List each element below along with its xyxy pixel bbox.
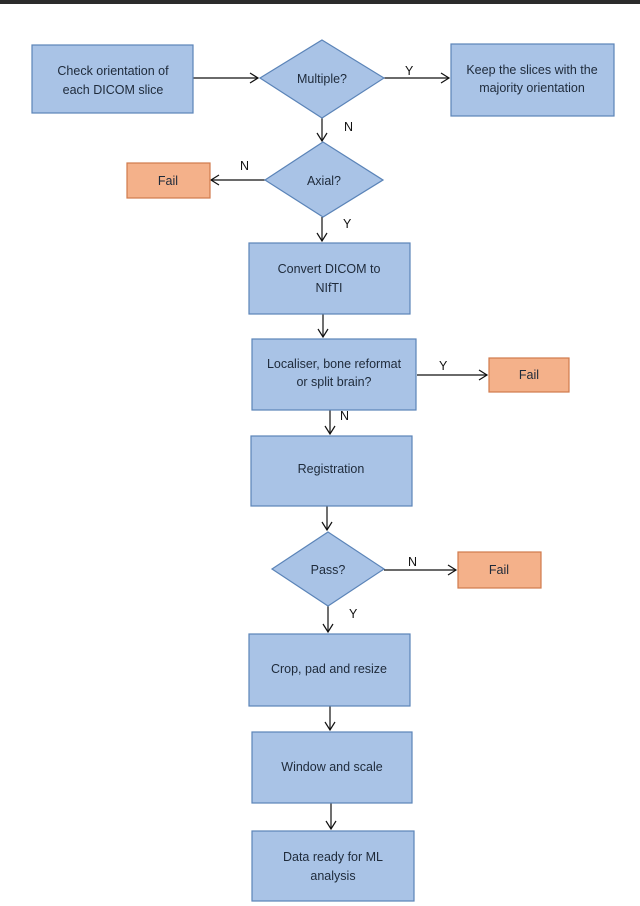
label-axial-no: N — [240, 159, 249, 173]
edge-window-to-data — [325, 803, 337, 831]
node-window: Window and scale — [251, 731, 413, 804]
branch-labels: Y N N Y Y N N Y — [240, 64, 448, 621]
node-convert-line-2: NIfTI — [315, 281, 342, 295]
node-window-label: Window and scale — [281, 760, 382, 774]
edge-check-to-multiple — [193, 72, 260, 84]
node-registration-label: Registration — [298, 462, 365, 476]
node-pass-label: Pass? — [311, 563, 346, 577]
node-localiser-line-1: Localiser, bone reformat — [267, 357, 402, 371]
node-pass-decision: Pass? — [270, 531, 386, 607]
node-keep-slices-line-1: Keep the slices with the — [466, 63, 597, 77]
node-multiple-decision: Multiple? — [258, 39, 386, 119]
node-localiser: Localiser, bone reformat or split brain? — [251, 338, 417, 411]
node-data-ready-line-1: Data ready for ML — [283, 850, 383, 864]
node-fail-axial-label: Fail — [158, 174, 178, 188]
edge-localiser-to-registration — [324, 410, 336, 436]
edge-convert-to-localiser — [317, 314, 329, 339]
node-registration: Registration — [250, 435, 413, 507]
label-pass-yes: Y — [349, 607, 358, 621]
node-data-ready-line-2: analysis — [310, 869, 355, 883]
node-fail-pass-label: Fail — [489, 563, 509, 577]
node-check-orientation-line-1: Check orientation of — [57, 64, 169, 78]
node-fail-axial: Fail — [126, 162, 211, 199]
edge-axial-to-fail — [209, 174, 265, 186]
label-axial-yes: Y — [343, 217, 352, 231]
node-convert: Convert DICOM to NIfTI — [248, 242, 411, 315]
edge-multiple-to-axial — [316, 118, 328, 143]
edge-localiser-to-fail — [417, 369, 489, 381]
edge-crop-to-window — [324, 706, 336, 732]
node-crop: Crop, pad and resize — [248, 633, 411, 707]
node-convert-line-1: Convert DICOM to — [278, 262, 381, 276]
node-data-ready: Data ready for ML analysis — [251, 830, 415, 902]
edge-multiple-to-keep — [384, 72, 451, 84]
edge-registration-to-pass — [321, 506, 333, 532]
edge-axial-to-convert — [316, 217, 328, 243]
node-fail-localiser: Fail — [488, 357, 570, 393]
label-localiser-no: N — [340, 409, 349, 423]
edge-pass-to-fail — [384, 564, 458, 576]
node-keep-slices: Keep the slices with the majority orient… — [450, 43, 615, 117]
node-fail-pass: Fail — [457, 551, 542, 589]
node-axial-label: Axial? — [307, 174, 341, 188]
label-multiple-yes: Y — [405, 64, 414, 78]
node-multiple-label: Multiple? — [297, 72, 347, 86]
node-crop-label: Crop, pad and resize — [271, 662, 387, 676]
node-keep-slices-line-2: majority orientation — [479, 81, 585, 95]
node-localiser-line-2: or split brain? — [296, 375, 371, 389]
edges — [193, 72, 489, 831]
label-pass-no: N — [408, 555, 417, 569]
node-axial-decision: Axial? — [263, 141, 385, 218]
label-multiple-no: N — [344, 120, 353, 134]
node-check-orientation-line-2: each DICOM slice — [63, 83, 164, 97]
top-border — [0, 0, 640, 4]
node-fail-localiser-label: Fail — [519, 368, 539, 382]
edge-pass-to-crop — [322, 606, 334, 634]
node-check-orientation: Check orientation of each DICOM slice — [31, 44, 194, 114]
label-localiser-yes: Y — [439, 359, 448, 373]
